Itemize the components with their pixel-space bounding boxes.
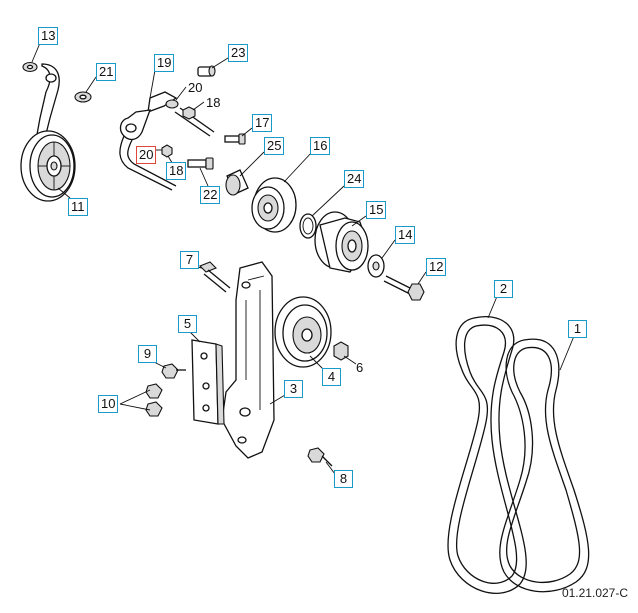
callout-part-24[interactable]: 24 — [344, 170, 365, 188]
part-10-bolts — [145, 383, 163, 417]
callout-part-11[interactable]: 11 — [68, 198, 88, 216]
callout-part-7[interactable]: 7 — [180, 251, 199, 269]
callout-part-20-upper[interactable]: 20 — [188, 80, 203, 95]
part-21-washer — [74, 91, 92, 103]
callout-part-22[interactable]: 22 — [200, 186, 221, 204]
part-11-idler-arm-pulley — [20, 63, 76, 202]
part-12-bolt — [383, 275, 425, 301]
callout-part-4[interactable]: 4 — [322, 368, 341, 386]
part-23-pin — [197, 65, 216, 77]
callout-part-16[interactable]: 16 — [310, 137, 331, 155]
callout-part-5[interactable]: 5 — [178, 315, 197, 333]
part-1-belt — [499, 338, 590, 593]
callout-part-6[interactable]: 6 — [356, 360, 364, 375]
part-24-ring — [299, 213, 317, 239]
part-3-bracket — [221, 261, 275, 459]
callout-part-17[interactable]: 17 — [252, 114, 273, 132]
part-7-bolt — [199, 261, 231, 293]
callout-part-14[interactable]: 14 — [395, 226, 416, 244]
callout-part-18-upper[interactable]: 18 — [206, 95, 221, 110]
callout-part-1[interactable]: 1 — [568, 320, 587, 338]
part-22-pin — [187, 157, 214, 170]
part-4-pulley — [274, 296, 332, 368]
part-9-bolt — [161, 363, 186, 379]
callout-part-20-highlighted[interactable]: 20 — [136, 146, 157, 164]
callout-part-3[interactable]: 3 — [284, 380, 303, 398]
part-14-washer — [367, 254, 385, 278]
callout-part-10[interactable]: 10 — [98, 395, 119, 413]
part-13-washer — [22, 61, 38, 73]
leader-lines — [31, 42, 575, 479]
part-18-nut — [161, 106, 196, 158]
part-15-pulley — [314, 211, 369, 273]
part-19-rod-bracket — [119, 91, 215, 191]
document-reference-number: 01.21.027-C — [561, 586, 628, 600]
callout-part-25[interactable]: 25 — [264, 137, 285, 155]
callout-part-12[interactable]: 12 — [426, 258, 447, 276]
callout-part-21[interactable]: 21 — [96, 63, 117, 81]
callout-part-15[interactable]: 15 — [366, 201, 387, 219]
callout-part-13[interactable]: 13 — [38, 27, 59, 45]
callout-part-18-lower[interactable]: 18 — [166, 162, 187, 180]
part-2-belt — [447, 316, 527, 594]
callout-part-2[interactable]: 2 — [494, 280, 513, 298]
part-16-pulley — [251, 177, 297, 233]
callout-part-23[interactable]: 23 — [228, 44, 249, 62]
part-5-plate — [191, 339, 225, 425]
part-6-nut — [333, 341, 349, 361]
part-8-bolt — [307, 447, 333, 467]
callout-part-9[interactable]: 9 — [138, 345, 157, 363]
callout-part-19[interactable]: 19 — [154, 54, 175, 72]
part-17-pin — [224, 133, 246, 145]
part-25-bushing — [225, 169, 249, 196]
callout-part-8[interactable]: 8 — [334, 470, 353, 488]
